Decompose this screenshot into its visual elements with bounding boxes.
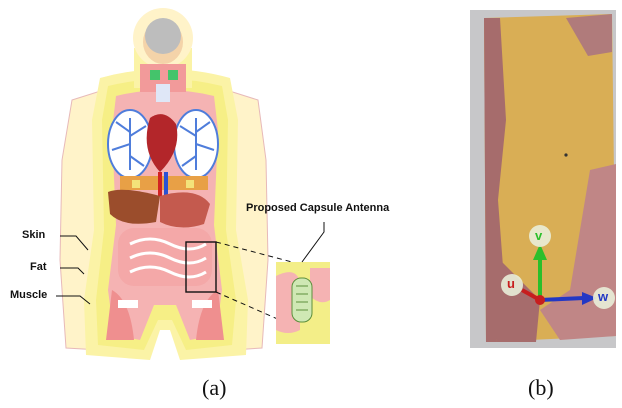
capsule-antenna-icon bbox=[292, 278, 312, 322]
capsule-callout-line bbox=[302, 222, 324, 262]
caption-a: (a) bbox=[202, 375, 226, 401]
caption-b: (b) bbox=[528, 375, 554, 401]
label-skin: Skin bbox=[22, 229, 45, 241]
label-capsule-antenna: Proposed Capsule Antenna bbox=[246, 202, 389, 214]
label-muscle: Muscle bbox=[10, 289, 47, 301]
head bbox=[133, 8, 193, 102]
axis-label-w: w bbox=[598, 289, 608, 304]
axis-label-v: v bbox=[535, 228, 542, 243]
label-fat: Fat bbox=[30, 261, 47, 273]
axis-label-u: u bbox=[507, 276, 515, 291]
intestines bbox=[118, 228, 212, 286]
